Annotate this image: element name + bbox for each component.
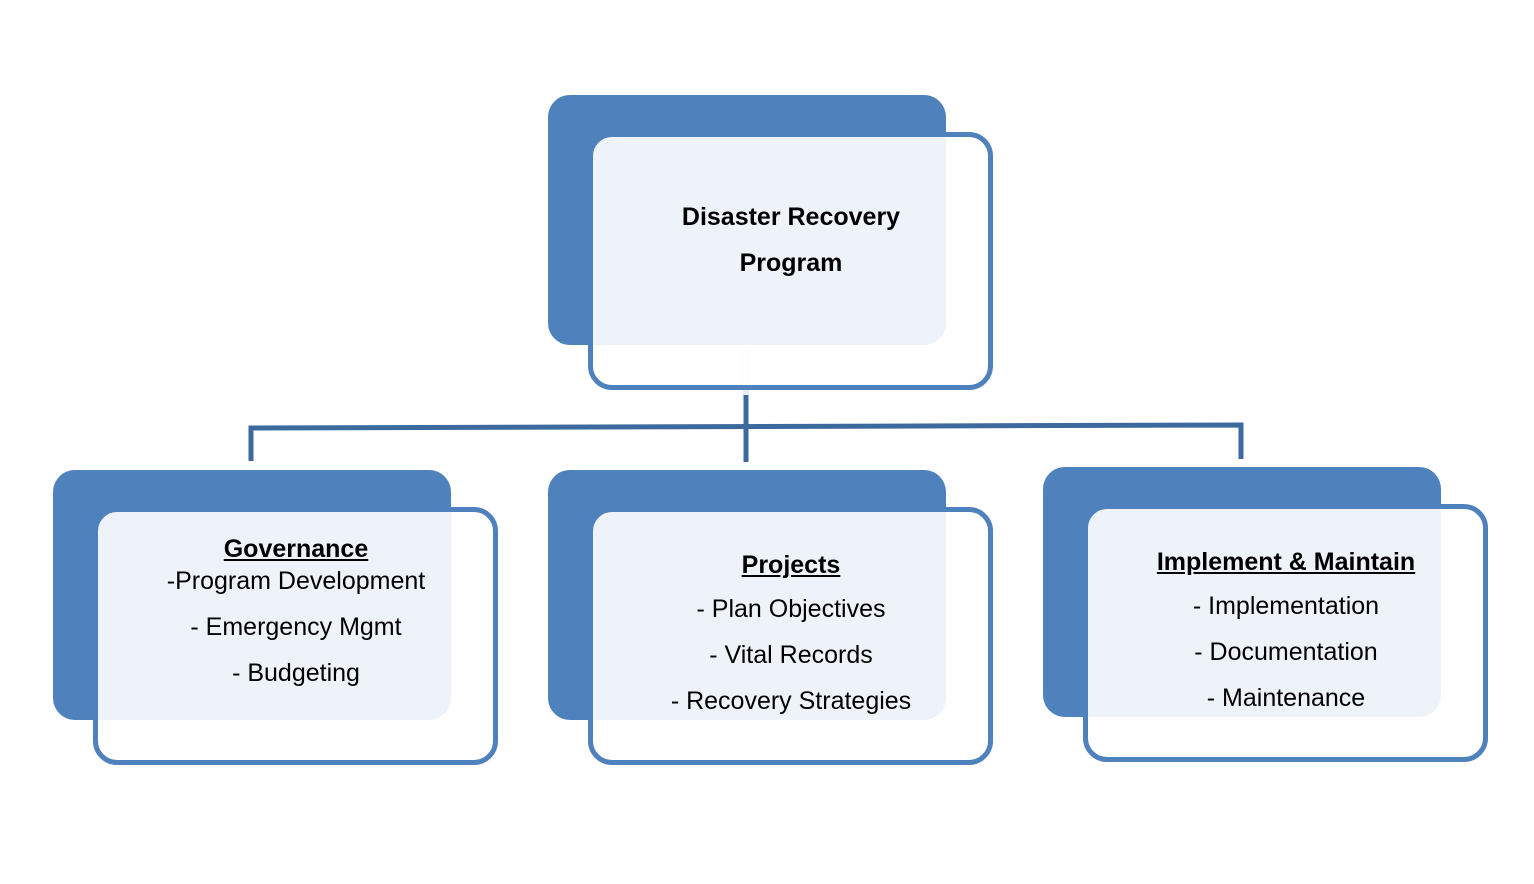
root-title-line1: Disaster Recovery [681, 203, 901, 231]
root-node-front [588, 132, 993, 390]
projects-item-1: - Plan Objectives [696, 595, 886, 623]
governance-node-label: Governance -Program Development - Emerge… [97, 510, 495, 720]
implement-maintain-item-3: - Maintenance [1206, 684, 1366, 712]
implement-maintain-item-2: - Documentation [1194, 638, 1378, 666]
projects-node-label: Projects - Plan Objectives - Vital Recor… [592, 510, 990, 720]
governance-title: Governance [223, 535, 369, 563]
projects-item-3: - Recovery Strategies [670, 687, 912, 715]
branch-bar [248, 422, 1244, 461]
root-node-label: Disaster Recovery Program [592, 135, 990, 345]
implement-maintain-node-front [1083, 504, 1488, 762]
implement-maintain-node-label: Implement & Maintain - Implementation - … [1087, 507, 1485, 717]
projects-node-front [588, 507, 993, 765]
implement-maintain-title: Implement & Maintain [1156, 548, 1416, 576]
governance-item-2: - Emergency Mgmt [190, 613, 402, 641]
projects-item-2: - Vital Records [709, 641, 873, 669]
implement-maintain-item-1: - Implementation [1192, 592, 1380, 620]
governance-item-3: - Budgeting [232, 659, 360, 687]
governance-item-1: -Program Development [166, 567, 426, 595]
root-title-line2: Program [739, 249, 843, 277]
governance-node-front [93, 507, 498, 765]
projects-title: Projects [741, 551, 841, 579]
